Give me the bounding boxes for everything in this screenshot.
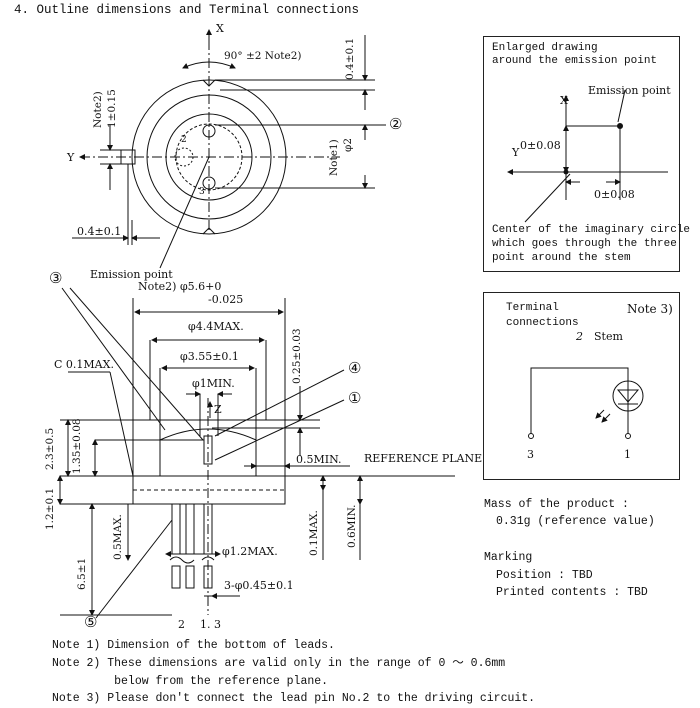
enlarged-caption-1: Center of the imaginary circle <box>492 224 691 236</box>
phi1: φ1MIN. <box>192 377 235 390</box>
phi355: φ3.55±0.1 <box>180 350 239 363</box>
c01: C 0.1MAX. <box>54 358 114 371</box>
enlarged-axis-x: X <box>560 94 568 107</box>
terminal-box <box>483 292 680 480</box>
terminal-diagram <box>530 367 644 436</box>
phi56: Note2) φ5.6+0 <box>138 280 222 293</box>
top-view <box>72 29 386 269</box>
side-view <box>57 287 455 619</box>
enlarged-emission: Emission point <box>588 84 671 97</box>
terminal-pin3: 3 <box>527 448 534 461</box>
enlarged-box <box>483 36 680 272</box>
top-axis-x: X <box>216 22 224 35</box>
dim-phi2: φ2 <box>342 137 354 152</box>
note-3: Note 3) Please don't connect the lead pi… <box>52 692 536 705</box>
dim-top: 0.4±0.1 <box>344 37 356 80</box>
stem-num: 2 <box>576 330 583 343</box>
terminal-note: Note 3) <box>627 302 673 316</box>
callout-3: ③ <box>49 269 63 287</box>
enlarged-caption-2: which goes through the three <box>492 238 677 250</box>
section-title: 4. Outline dimensions and Terminal conne… <box>14 3 360 17</box>
enlarged-caption-3: point around the stem <box>492 252 631 264</box>
enlarged-dim-x: 0±0.08 <box>594 188 635 201</box>
dim06min: 0.6MIN. <box>346 504 358 548</box>
marking-label: Marking <box>484 551 533 564</box>
emission-point-label: Emission point <box>90 268 173 281</box>
angle-dim: 90° ±2 Note2) <box>224 50 302 62</box>
callout-1: ① <box>348 389 362 407</box>
dim135: 1.35±0.08 <box>71 418 83 474</box>
terminal-title-2: connections <box>506 317 579 329</box>
dim01max: 0.1MAX. <box>308 510 320 556</box>
dim23: 2.3±0.5 <box>44 427 56 470</box>
z-axis: Z <box>214 403 222 416</box>
note-2: Note 2) These dimensions are valid only … <box>52 657 506 670</box>
left-note2: Note2) <box>92 91 104 128</box>
phi56-tol: -0.025 <box>208 293 244 306</box>
pin-label-2: 2 <box>178 618 185 631</box>
pin-label-13: 1. 3 <box>200 618 221 631</box>
enlarged-title-1: Enlarged drawing <box>492 42 598 54</box>
phi12: φ1.2MAX. <box>222 545 278 558</box>
mass-label: Mass of the product : <box>484 498 629 511</box>
note-1: Note 1) Dimension of the bottom of leads… <box>52 639 335 652</box>
dim05min: 0.5MIN. <box>296 453 342 466</box>
callout-4: ④ <box>348 359 362 377</box>
reference-plane: REFERENCE PLANE <box>364 452 483 465</box>
marking-position: Position : TBD <box>496 569 593 582</box>
enlarged-dim-y: 0±0.08 <box>520 139 561 152</box>
stem-label: Stem <box>594 330 623 343</box>
terminal-title-1: Terminal <box>506 302 559 314</box>
top-axis-y: Y <box>67 151 75 164</box>
phi44: φ4.4MAX. <box>188 320 244 333</box>
callout-2: ② <box>389 115 403 133</box>
dim65: 6.5±1 <box>76 557 88 590</box>
terminal-pin1: 1 <box>624 448 631 461</box>
pin2-label: 2 <box>181 135 187 145</box>
dim05max: 0.5MAX. <box>112 514 124 560</box>
bottom-dim: 0.4±0.1 <box>77 225 122 238</box>
mass-value: 0.31g (reference value) <box>496 515 655 528</box>
note-2-cont: below from the reference plane. <box>52 675 329 688</box>
left-dim: 1±0.15 <box>106 89 118 128</box>
leads-dim: 3-φ0.45±0.1 <box>224 579 294 592</box>
dim025: 0.25±0.03 <box>291 328 303 384</box>
dim12: 1.2±0.1 <box>44 487 56 530</box>
note1-label: Note1) <box>328 139 340 176</box>
marking-printed: Printed contents : TBD <box>496 586 648 599</box>
callout-5: ⑤ <box>84 613 98 631</box>
pin3-label: 3 <box>199 187 205 197</box>
enlarged-axis-y: Y <box>512 146 520 159</box>
enlarged-title-2: around the emission point <box>492 55 658 67</box>
